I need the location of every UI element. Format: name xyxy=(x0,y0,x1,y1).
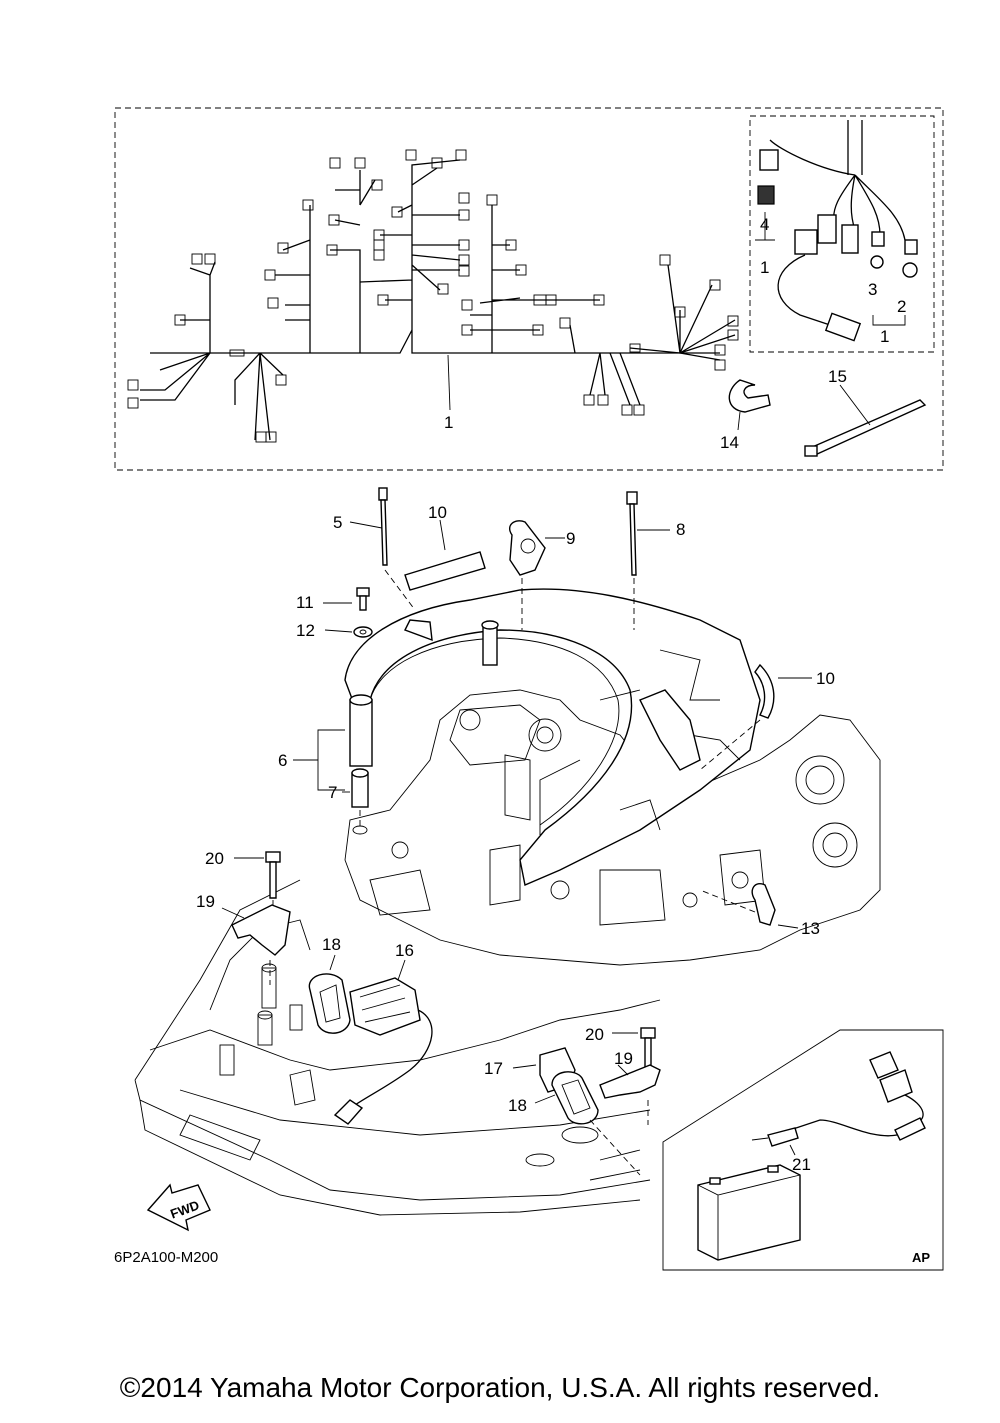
callout-10-top: 10 xyxy=(428,503,447,522)
ap-label: AP xyxy=(912,1250,930,1265)
callout-17: 17 xyxy=(484,1059,503,1078)
callout-18-right: 18 xyxy=(508,1096,527,1115)
callout-3: 3 xyxy=(868,280,877,299)
callout-8: 8 xyxy=(676,520,685,539)
callout-5: 5 xyxy=(333,513,342,532)
callout-1-inset-left: 1 xyxy=(760,258,769,277)
callout-6: 6 xyxy=(278,751,287,770)
callout-9: 9 xyxy=(566,529,575,548)
callout-14: 14 xyxy=(720,433,739,452)
callout-19-right: 19 xyxy=(614,1049,633,1068)
callout-15: 15 xyxy=(828,367,847,386)
callout-20-left: 20 xyxy=(205,849,224,868)
callout-20-right: 20 xyxy=(585,1025,604,1044)
callout-12: 12 xyxy=(296,621,315,640)
callout-1-inset-right: 1 xyxy=(880,327,889,346)
callout-18-left: 18 xyxy=(322,935,341,954)
diagram-code: 6P2A100-M200 xyxy=(114,1249,218,1266)
callout-7: 7 xyxy=(328,783,337,802)
callout-16: 16 xyxy=(395,941,414,960)
bottom-cowling-assembly: 20 19 18 16 17 20 19 1 xyxy=(114,849,661,1266)
callout-21: 21 xyxy=(792,1155,811,1174)
fwd-arrow-icon: FWD xyxy=(146,1183,211,1232)
callout-1: 1 xyxy=(444,413,453,432)
callout-19-left: 19 xyxy=(196,892,215,911)
engine-cover-assembly: 5 10 9 8 11 12 10 6 7 xyxy=(278,487,881,966)
wire-harness-panel: 1 4 1 3 2 1 14 xyxy=(114,107,944,471)
ap-battery-inset: 21 AP xyxy=(662,1029,944,1271)
callout-13: 13 xyxy=(801,919,820,938)
sub-harness-inset: 4 1 3 2 1 xyxy=(755,120,918,346)
copyright-notice: ©2014 Yamaha Motor Corporation, U.S.A. A… xyxy=(119,1372,881,1403)
callout-2: 2 xyxy=(897,297,906,316)
callout-10-right: 10 xyxy=(816,669,835,688)
callout-11: 11 xyxy=(296,593,314,612)
callout-4: 4 xyxy=(760,215,769,234)
